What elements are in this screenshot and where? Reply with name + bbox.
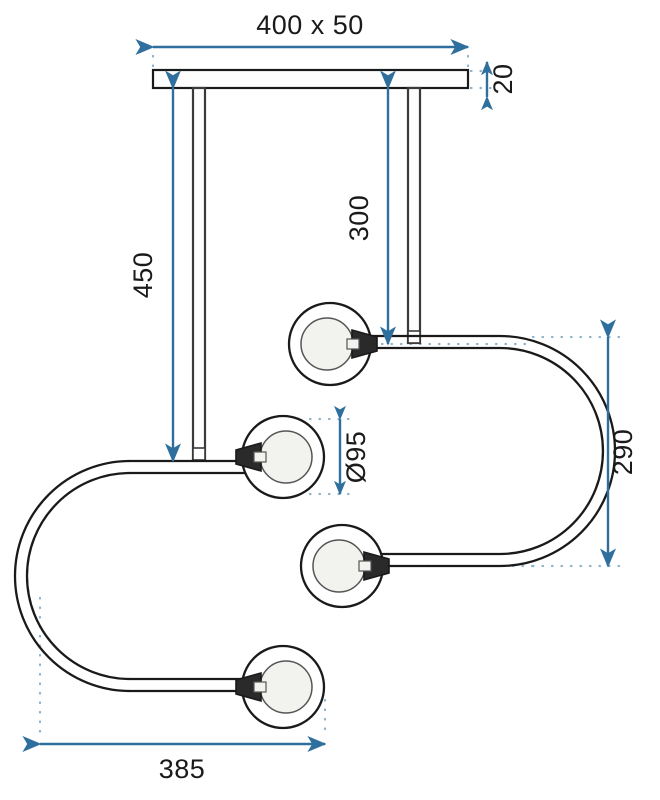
- dim-label-canopy-width: 400 x 50: [256, 10, 364, 40]
- dim-label-arm-height: 290: [608, 429, 638, 476]
- suspension-rod-left: [191, 86, 207, 462]
- dimension-arm-height: 290: [600, 319, 638, 568]
- bulb-lower-left: [235, 644, 326, 730]
- dim-label-bulb-diameter: Ø95: [341, 431, 371, 484]
- suspension-rod-right: [406, 86, 422, 345]
- dim-label-drop-long: 450: [128, 252, 158, 299]
- bulb-lower-right-inner: [312, 539, 366, 593]
- dimension-bulb-diameter: Ø95: [334, 405, 371, 496]
- dimension-drop-short: 300: [344, 70, 396, 346]
- bulb-lower-left-inner: [259, 660, 313, 714]
- rod-left-joint: [192, 447, 206, 461]
- dim-label-overall-width: 385: [159, 754, 206, 784]
- bulb-upper-right-neck: [346, 338, 360, 350]
- lower-arm-outer-edge: [13, 459, 258, 693]
- dim-label-canopy-thickness: 20: [488, 63, 518, 94]
- bulb-lower-right: [299, 523, 390, 609]
- bulb-upper-left-inner: [259, 430, 313, 484]
- bulb-upper-left: [235, 414, 326, 500]
- bulb-upper-right-inner: [300, 317, 354, 371]
- canopy-body: [151, 68, 470, 90]
- dimension-canopy-width: 400 x 50: [135, 10, 470, 56]
- bulb-lower-right-neck: [358, 560, 372, 572]
- lower-u-arm: [13, 459, 258, 693]
- dimension-overall-width: 385: [22, 736, 327, 784]
- dim-label-drop-short: 300: [344, 195, 374, 242]
- dimension-canopy-thickness: 20: [481, 60, 518, 111]
- lower-arm-inner-edge: [25, 471, 258, 681]
- bulb-upper-right: [287, 301, 378, 387]
- dimension-drop-long: 450: [128, 70, 181, 463]
- bulb-lower-left-neck: [253, 681, 267, 693]
- bulb-upper-left-neck: [253, 451, 267, 463]
- ceiling-mount-plate: [151, 68, 470, 90]
